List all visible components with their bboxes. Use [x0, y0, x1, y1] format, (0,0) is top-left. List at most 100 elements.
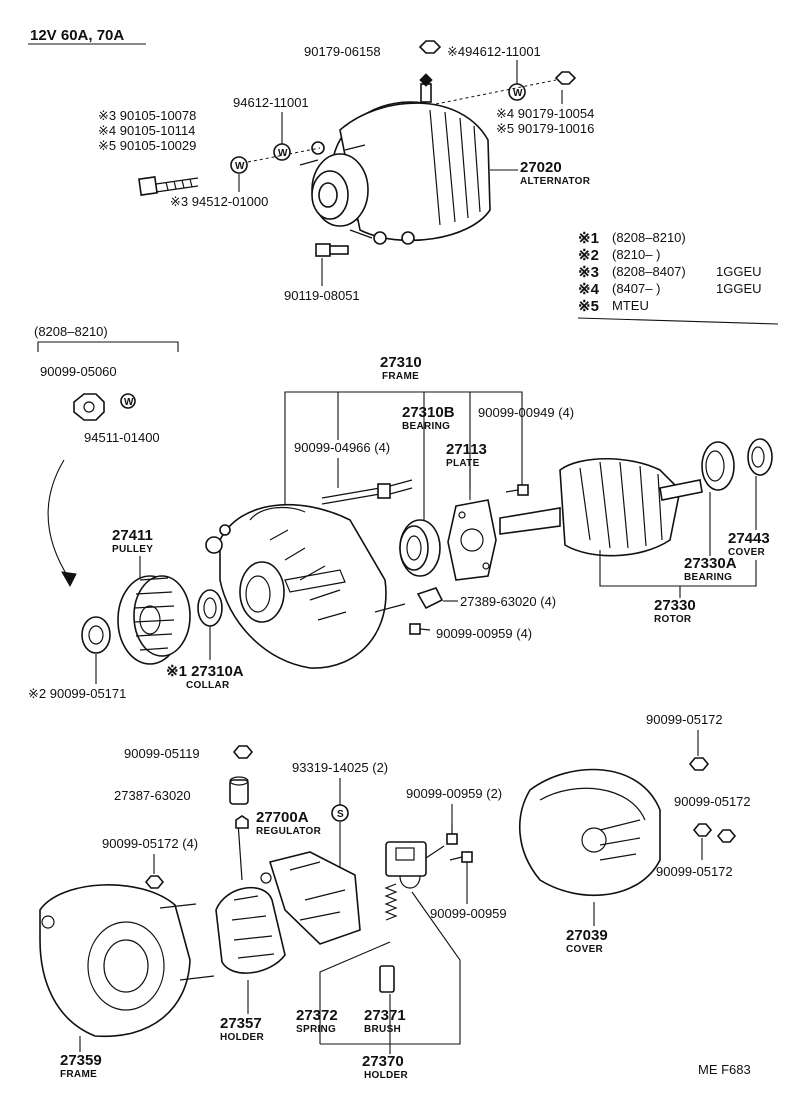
washer-94612: W	[273, 143, 291, 161]
stud-bolt-90099-04966	[321, 479, 413, 505]
legend-mark-3: ※3	[578, 264, 599, 281]
pulley-27411	[117, 575, 191, 665]
rotor-27330	[499, 458, 703, 557]
label-94612-11001: 94612-11001	[233, 95, 309, 110]
label-27370: 27370	[362, 1053, 404, 1070]
label-27372: 27372	[296, 1007, 338, 1024]
label-27330: 27330	[654, 597, 696, 614]
part-27389-63020	[416, 587, 444, 610]
label-90105-10078: ※3 90105-10078	[98, 108, 196, 123]
svg-text:S: S	[337, 809, 344, 820]
washer-94512: W	[230, 156, 248, 174]
screw-90099-00959-c	[449, 851, 473, 863]
label-90179-10016: ※5 90179-10016	[496, 121, 594, 136]
nut-90099-05172-a	[688, 757, 710, 771]
collar-27310a	[197, 589, 223, 627]
legend-engine-3: 1GGEU	[716, 264, 762, 279]
label-93319-14025: 93319-14025 (2)	[292, 760, 388, 775]
nut-90099-05172-b	[692, 823, 737, 843]
diagram-code: ME F683	[698, 1062, 751, 1077]
washer-94511: W	[120, 393, 136, 409]
rear-frame-27359	[39, 884, 215, 1038]
label-90179-06158: 90179-06158	[304, 44, 381, 59]
nut-90099-05060	[73, 393, 105, 421]
bearing-27330a	[701, 441, 735, 491]
legend-mark-1: ※1	[578, 230, 599, 247]
label-27357: 27357	[220, 1015, 262, 1032]
label-94511-01400: 94511-01400	[84, 430, 160, 445]
part-27387-63020	[229, 776, 249, 805]
label-27387-63020: 27387-63020	[114, 788, 191, 803]
plate-27113	[447, 499, 497, 581]
bolt-90119-08051	[315, 243, 349, 257]
nut-90179-10054	[554, 71, 577, 85]
label-27411: 27411	[112, 527, 153, 544]
label-90099-00959-c: 90099-00959	[430, 906, 507, 921]
label-27039-caption: COVER	[566, 944, 604, 955]
nut-90099-05172-c	[144, 875, 165, 889]
label-90105-10029: ※5 90105-10029	[98, 138, 196, 153]
label-27310b: 27310B	[402, 404, 455, 421]
front-frame-27310	[205, 503, 406, 669]
screw-90099-00959-a	[409, 623, 431, 635]
svg-text:W: W	[124, 397, 134, 408]
holder-27357	[215, 815, 286, 974]
nut-90099-05119	[232, 745, 254, 759]
label-90099-00959-a: 90099-00959 (4)	[436, 626, 532, 641]
spring-27372	[384, 883, 398, 921]
legend: ※1 (8208–8210) ※2 (8210– ) ※3 (8208–8407…	[577, 230, 779, 325]
legend-range-3: (8208–8407)	[612, 264, 686, 279]
label-90119-08051: 90119-08051	[284, 288, 360, 303]
label-27113: 27113	[446, 441, 487, 458]
diagram-title: 12V 60A, 70A	[30, 27, 124, 44]
label-90099-00949: 90099-00949 (4)	[478, 405, 574, 420]
regulator-27700a	[260, 851, 361, 945]
label-94512-01000: ※3 94512-01000	[170, 194, 268, 209]
rear-cover-27039	[518, 768, 661, 897]
label-27371: 27371	[364, 1007, 406, 1024]
legend-range-1: (8208–8210)	[612, 230, 686, 245]
label-27371-caption: BRUSH	[364, 1024, 401, 1035]
label-90099-05172-c: 90099-05172 (4)	[102, 836, 198, 851]
label-90099-05172-a: 90099-05172	[646, 712, 723, 727]
nut-90179-06158	[418, 40, 442, 54]
label-27359-caption: FRAME	[60, 1069, 97, 1080]
label-27443-caption: COVER	[728, 547, 766, 558]
svg-text:W: W	[278, 148, 288, 159]
label-27370-caption: HOLDER	[364, 1070, 408, 1081]
label-90099-05060: 90099-05060	[40, 364, 117, 379]
legend-range-2: (8210– )	[612, 247, 660, 262]
label-27359: 27359	[60, 1052, 102, 1069]
label-27357-caption: HOLDER	[220, 1032, 264, 1043]
label-27389-63020: 27389-63020 (4)	[460, 594, 556, 609]
label-494612-11001: ※494612-11001	[447, 44, 541, 59]
label-27039: 27039	[566, 927, 608, 944]
label-27372-caption: SPRING	[296, 1024, 336, 1035]
label-27310a-caption: COLLAR	[186, 680, 230, 691]
spacer-93319: S	[331, 804, 349, 822]
label-90099-05171: ※2 90099-05171	[28, 686, 126, 701]
label-90099-05172-b: 90099-05172	[674, 794, 751, 809]
connector-part	[385, 841, 427, 889]
label-27310-caption: FRAME	[382, 371, 419, 382]
label-27310: 27310	[380, 354, 422, 371]
range-box-label: (8208–8210)	[34, 324, 108, 339]
screw-90099-00959-b	[446, 824, 458, 845]
label-27020: 27020	[520, 159, 562, 176]
label-27330a-caption: BEARING	[684, 572, 732, 583]
label-27700a-caption: REGULATOR	[256, 826, 322, 837]
label-90099-00959-b: 90099-00959 (2)	[406, 786, 502, 801]
legend-mark-2: ※2	[578, 247, 599, 264]
alternator-assembly-drawing	[299, 73, 491, 245]
svg-text:W: W	[235, 161, 245, 172]
legend-range-5: MTEU	[612, 298, 649, 313]
nut-90099-05171	[81, 616, 111, 654]
screw-90099-00949	[505, 484, 529, 496]
label-90105-10114: ※4 90105-10114	[98, 123, 195, 138]
label-90099-05172-d: 90099-05172	[656, 864, 733, 879]
legend-mark-4: ※4	[578, 281, 600, 298]
cover-27443	[747, 438, 773, 476]
label-27020-caption: ALTERNATOR	[520, 176, 591, 187]
